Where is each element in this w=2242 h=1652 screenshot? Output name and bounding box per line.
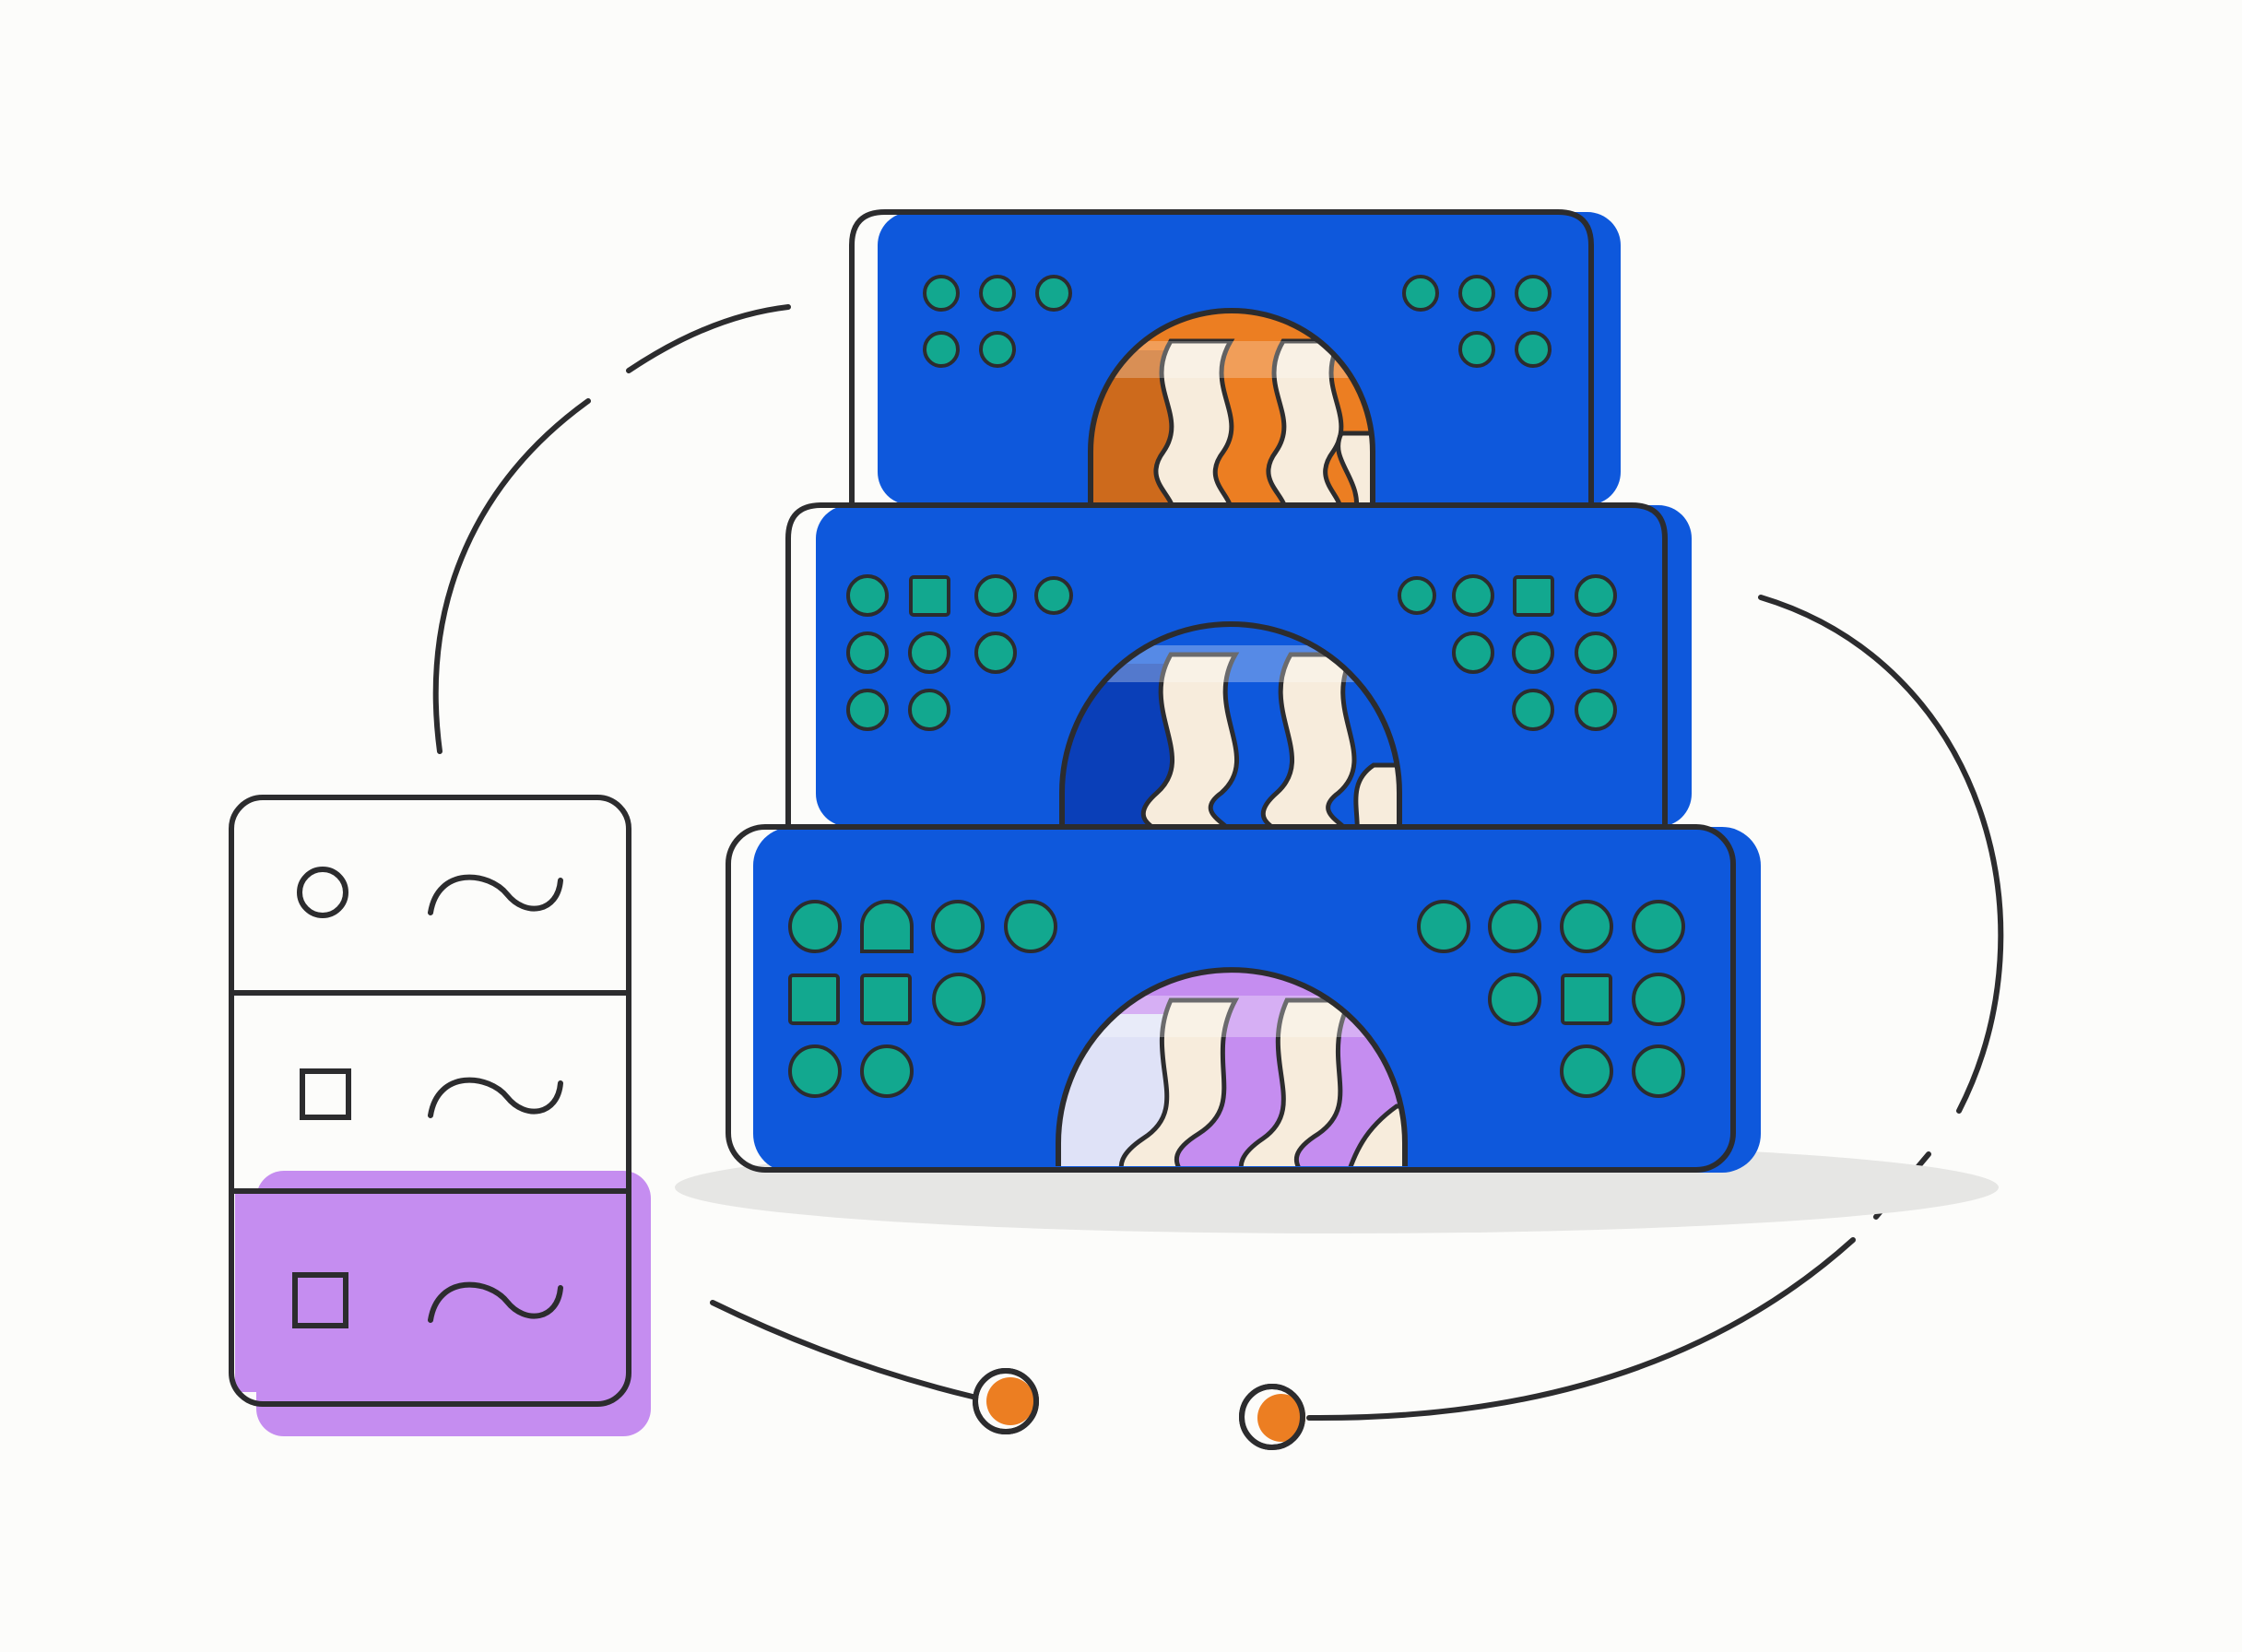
top-tier xyxy=(849,209,1621,505)
indicator-square xyxy=(860,974,912,1025)
wave-icon xyxy=(428,1077,563,1118)
indicator-light xyxy=(1417,900,1470,953)
indicator-light xyxy=(1452,574,1494,617)
indicator-light xyxy=(908,631,950,674)
indicator-light xyxy=(1034,576,1073,615)
connector-node-left xyxy=(973,1368,1039,1434)
indicator-light xyxy=(1458,275,1495,312)
indicator-light xyxy=(1398,576,1436,615)
indicator-light xyxy=(1458,331,1495,368)
connector-node-right xyxy=(1239,1384,1305,1450)
indicator-square xyxy=(788,974,840,1025)
indicator-light xyxy=(974,574,1017,617)
connector-arc-left-top xyxy=(626,304,791,373)
indicator-light xyxy=(979,275,1016,312)
indicator-light xyxy=(1515,275,1552,312)
middle-tier-window xyxy=(1059,621,1402,827)
indicator-light xyxy=(1632,973,1685,1026)
indicator-light xyxy=(931,900,985,953)
square-icon xyxy=(300,1068,351,1120)
bottom-tier-indicators xyxy=(788,900,1685,1098)
indicator-light xyxy=(1035,275,1072,312)
indicator-light xyxy=(1402,275,1439,312)
indicator-light xyxy=(788,900,842,953)
indicator-light xyxy=(846,631,889,674)
side-panel-outline xyxy=(229,795,631,1407)
indicator-arch xyxy=(860,900,914,953)
middle-tier xyxy=(785,502,1692,827)
wave-icon xyxy=(428,1281,563,1323)
indicator-square xyxy=(1513,575,1554,617)
top-tier-window xyxy=(1088,308,1375,505)
side-panel-row xyxy=(300,1068,563,1120)
bottom-tier-window xyxy=(1056,967,1408,1166)
indicator-light xyxy=(923,331,960,368)
indicator-light xyxy=(1632,900,1685,953)
indicator-light xyxy=(1512,689,1554,731)
top-tier-indicators xyxy=(923,275,1552,368)
connector-arc-bottom-left xyxy=(710,1300,975,1399)
indicator-light xyxy=(846,574,889,617)
connector-arcs xyxy=(432,304,2004,1422)
circle-icon xyxy=(297,867,348,918)
indicator-light xyxy=(846,689,889,731)
indicator-light xyxy=(1512,631,1554,674)
indicator-square xyxy=(909,575,950,617)
side-panel-row-highlighted xyxy=(292,1272,563,1328)
indicator-light xyxy=(860,1044,914,1098)
indicator-light xyxy=(932,973,985,1026)
top-tier-outline xyxy=(849,209,1594,505)
indicator-square xyxy=(1561,974,1612,1025)
indicator-light xyxy=(1560,900,1613,953)
indicator-light xyxy=(1575,631,1617,674)
bottom-tier-outline xyxy=(726,824,1736,1173)
indicator-light xyxy=(974,631,1017,674)
middle-tier-indicators xyxy=(846,574,1617,731)
connector-arc-right xyxy=(1758,595,2004,1114)
indicator-light xyxy=(1452,631,1494,674)
connector-arc-left xyxy=(432,398,591,754)
middle-tier-outline xyxy=(785,502,1668,827)
indicator-light xyxy=(1560,1044,1613,1098)
indicator-light xyxy=(1488,973,1541,1026)
indicator-light xyxy=(1632,1044,1685,1098)
indicator-light xyxy=(1004,900,1057,953)
bottom-tier xyxy=(726,824,1761,1173)
indicator-light xyxy=(1515,331,1552,368)
connector-arc-right-bottom xyxy=(1306,1237,1856,1422)
wave-icon xyxy=(428,874,563,915)
indicator-light xyxy=(979,331,1016,368)
indicator-light xyxy=(1575,689,1617,731)
side-panel-row xyxy=(297,867,563,918)
indicator-light xyxy=(788,1044,842,1098)
side-panel xyxy=(229,795,651,1436)
indicator-light xyxy=(1575,574,1617,617)
square-icon xyxy=(292,1272,348,1328)
indicator-light xyxy=(923,275,960,312)
indicator-light xyxy=(1488,900,1541,953)
indicator-light xyxy=(908,689,950,731)
